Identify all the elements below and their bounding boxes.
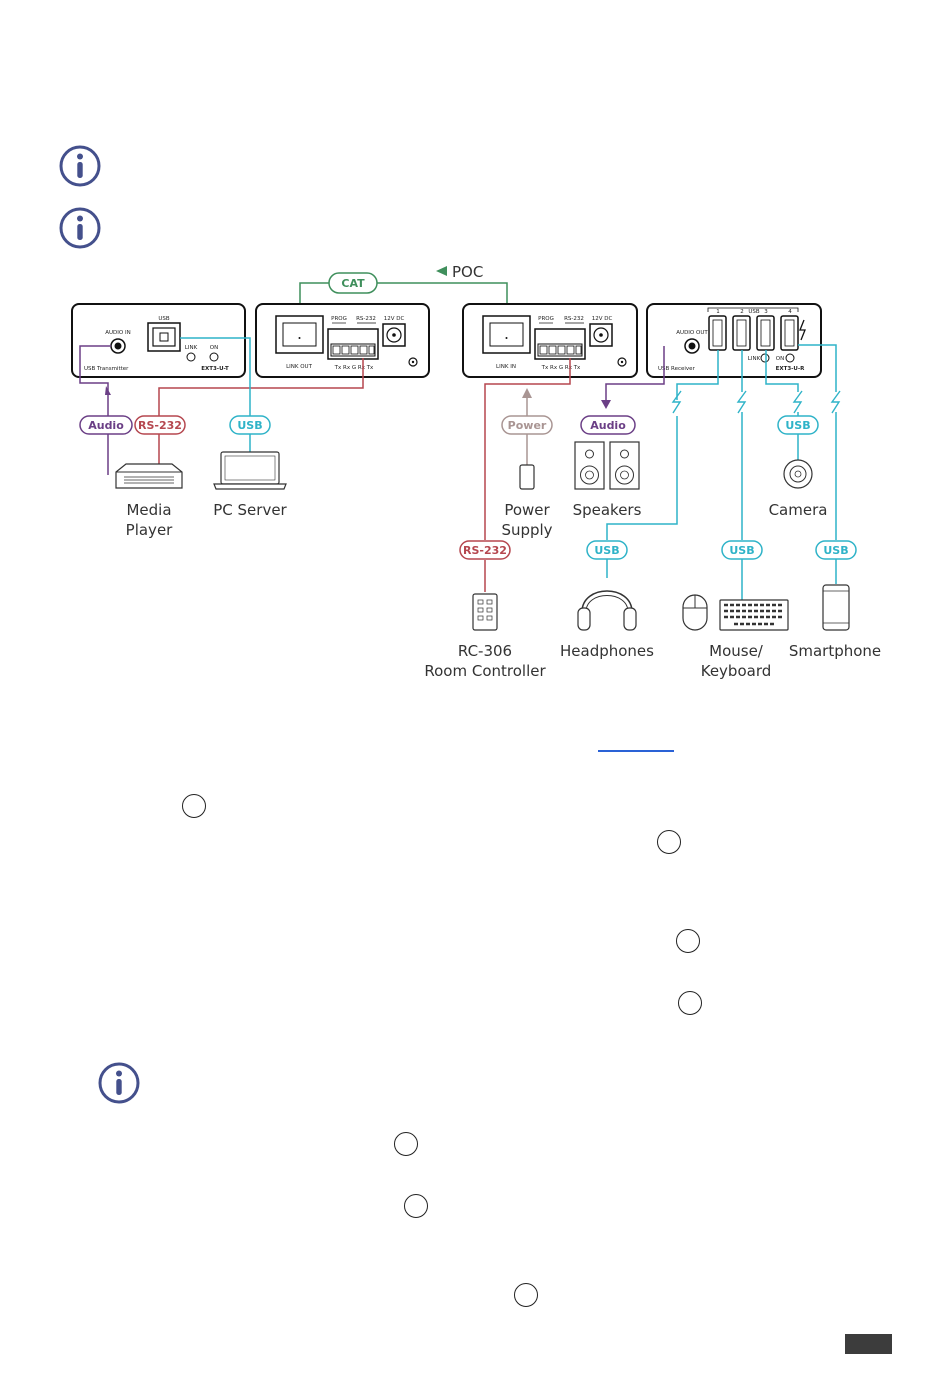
svg-text:Power: Power: [508, 419, 547, 432]
media-player-icon: [115, 463, 183, 489]
pill-usb-camera: USB: [777, 415, 819, 435]
svg-text:LINK OUT: LINK OUT: [286, 364, 313, 370]
hyperlink-underline[interactable]: [598, 750, 674, 752]
svg-text:EXT3-U-T: EXT3-U-T: [201, 366, 229, 372]
rc306-label: RC-306: [458, 642, 512, 660]
media-player-label: Player: [126, 521, 174, 539]
pill-usb-mouse: USB: [721, 540, 763, 560]
receiver-usb-panel: AUDIO OUT USB Receiver USB 1 2 3 4 LINK …: [646, 303, 822, 378]
svg-text:ON: ON: [210, 345, 218, 351]
power-supply-label: Power: [504, 501, 550, 519]
svg-text:USB Transmitter: USB Transmitter: [84, 366, 129, 372]
svg-text:AUDIO IN: AUDIO IN: [105, 330, 130, 336]
info-icon: [59, 207, 101, 249]
lightning-bolt-icon: [671, 390, 682, 414]
page-number-tab: [845, 1334, 892, 1354]
camera-icon: [783, 459, 813, 489]
rc306-label: Room Controller: [424, 662, 546, 680]
transmitter-link-panel: LINK OUT PROG RS-232 Tx Rx G Rx Tx 12V D…: [255, 303, 430, 378]
svg-text:Audio: Audio: [88, 419, 124, 432]
pill-usb-headphones: USB: [586, 540, 628, 560]
transmitter-usb-panel: USB AUDIO IN LINK ON USB Transmitter EXT…: [71, 303, 246, 378]
svg-text:RS-232: RS-232: [356, 316, 376, 322]
svg-text:LINK: LINK: [185, 345, 198, 351]
mouse-keyboard-label: Keyboard: [701, 662, 772, 680]
info-icon: [59, 145, 101, 187]
svg-text:RS-232: RS-232: [564, 316, 584, 322]
step-marker-icon: [514, 1283, 538, 1307]
lightning-bolt-icon: [736, 390, 747, 414]
receiver-cables: [484, 344, 841, 600]
cat-label: CAT: [341, 277, 365, 290]
step-marker-icon: [404, 1194, 428, 1218]
svg-text:ON: ON: [776, 356, 784, 362]
svg-text:USB: USB: [748, 309, 760, 315]
mouse-icon: [682, 594, 708, 631]
lightning-bolt-icon: [799, 319, 806, 341]
step-marker-icon: [657, 830, 681, 854]
pill-usb-tx: USB: [229, 415, 271, 435]
svg-text:USB Receiver: USB Receiver: [658, 366, 696, 372]
step-marker-icon: [394, 1132, 418, 1156]
svg-text:12V DC: 12V DC: [592, 316, 613, 322]
step-marker-icon: [676, 929, 700, 953]
svg-text:Tx Rx G Rx Tx: Tx Rx G Rx Tx: [334, 365, 374, 371]
pill-rs232-tx: RS-232: [134, 415, 186, 435]
svg-text:USB: USB: [594, 544, 619, 557]
pill-audio-rx: Audio: [580, 415, 636, 435]
svg-text:PROG: PROG: [538, 316, 554, 322]
speakers-label: Speakers: [573, 501, 642, 519]
svg-text:USB: USB: [237, 419, 262, 432]
svg-text:12V DC: 12V DC: [384, 316, 405, 322]
power-supply-icon: [519, 464, 535, 490]
cat-cable: CAT POC: [299, 263, 508, 315]
pc-server-label: PC Server: [213, 501, 287, 519]
poc-label: POC: [452, 263, 483, 281]
receiver-link-panel: LINK IN PROG RS-232 Tx Rx G Rx Tx 12V DC: [462, 303, 638, 378]
headphones-label: Headphones: [560, 642, 654, 660]
svg-text:4: 4: [788, 309, 792, 315]
svg-text:LINK IN: LINK IN: [496, 364, 516, 370]
svg-text:RS-232: RS-232: [463, 544, 507, 557]
rc306-icon: [472, 593, 498, 631]
pill-rs232-rx: RS-232: [459, 540, 511, 560]
svg-text:1: 1: [716, 309, 720, 315]
svg-text:Audio: Audio: [590, 419, 626, 432]
step-marker-icon: [678, 991, 702, 1015]
keyboard-icon: [719, 599, 789, 631]
svg-text:USB: USB: [729, 544, 754, 557]
step-marker-icon: [182, 794, 206, 818]
svg-text:Tx Rx G Rx Tx: Tx Rx G Rx Tx: [541, 365, 581, 371]
pill-usb-phone: USB: [815, 540, 857, 560]
svg-text:USB: USB: [785, 419, 810, 432]
power-supply-label: Supply: [501, 521, 552, 539]
svg-text:3: 3: [764, 309, 768, 315]
pill-audio-tx: Audio: [79, 415, 133, 435]
laptop-icon: [213, 451, 287, 490]
connection-diagram: CAT POC USB AUDIO IN LINK ON USB Transmi…: [71, 263, 881, 680]
pill-power: Power: [501, 415, 553, 435]
mouse-keyboard-label: Mouse/: [709, 642, 764, 660]
svg-text:RS-232: RS-232: [138, 419, 182, 432]
speakers-icon: [574, 441, 640, 490]
headphones-icon: [577, 590, 637, 631]
info-icon: [98, 1062, 140, 1104]
camera-label: Camera: [769, 501, 828, 519]
svg-text:USB: USB: [823, 544, 848, 557]
smartphone-label: Smartphone: [789, 642, 881, 660]
smartphone-icon: [822, 584, 850, 631]
poc-arrow-icon: [436, 266, 447, 276]
svg-text:LINK: LINK: [748, 356, 761, 362]
svg-text:PROG: PROG: [331, 316, 347, 322]
lightning-bolt-icon: [830, 390, 841, 414]
svg-text:AUDIO OUT: AUDIO OUT: [676, 330, 708, 336]
media-player-label: Media: [126, 501, 171, 519]
svg-text:USB: USB: [158, 316, 170, 322]
lightning-bolt-icon: [792, 390, 803, 414]
svg-text:EXT3-U-R: EXT3-U-R: [776, 366, 806, 372]
svg-text:2: 2: [740, 309, 744, 315]
